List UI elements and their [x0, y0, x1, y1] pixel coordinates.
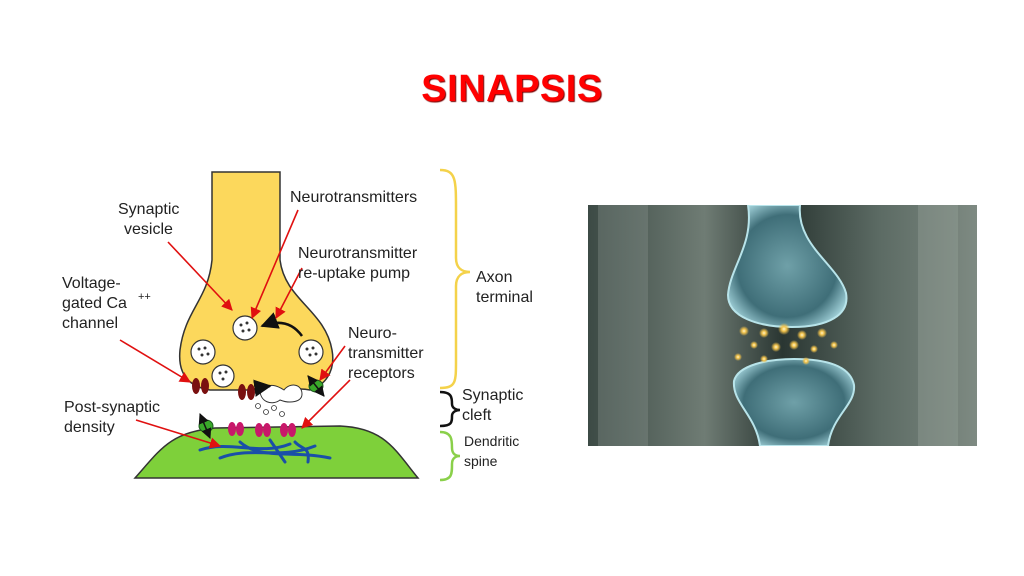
- label-reuptake-pump: Neurotransmitter re-uptake pump: [298, 245, 422, 282]
- post-synaptic-density-lines: [198, 438, 332, 464]
- synaptic-vesicles: [190, 315, 324, 388]
- label-receptors: Neuro- transmitter receptors: [348, 325, 428, 382]
- label-voltage-channel: Voltage- gated Ca channel: [62, 275, 131, 332]
- axon-terminal-bracket: [439, 168, 471, 390]
- label-dendritic-spine: Dendritic spine: [464, 433, 523, 469]
- receptors: [228, 422, 296, 437]
- ca-channels: [192, 378, 255, 400]
- label-post-synaptic-density: Post-synaptic density: [64, 399, 165, 436]
- label-synaptic-vesicle: Synaptic vesicle: [118, 201, 184, 238]
- dendritic-spine-bracket: [439, 430, 461, 482]
- glowing-neurotransmitters: [734, 323, 838, 365]
- label-axon-terminal: Axon terminal: [476, 269, 533, 306]
- slide-title: SINAPSIS: [421, 68, 603, 110]
- synaptic-cleft-bracket: [439, 390, 461, 428]
- label-synaptic-cleft: Synaptic cleft: [462, 387, 528, 424]
- label-ca-superscript: ++: [138, 291, 151, 303]
- synapse-diagram: Synaptic vesicle Neurotransmitters Neuro…: [62, 168, 533, 482]
- label-neurotransmitters: Neurotransmitters: [290, 189, 417, 206]
- synapse-render-photo: [588, 205, 977, 446]
